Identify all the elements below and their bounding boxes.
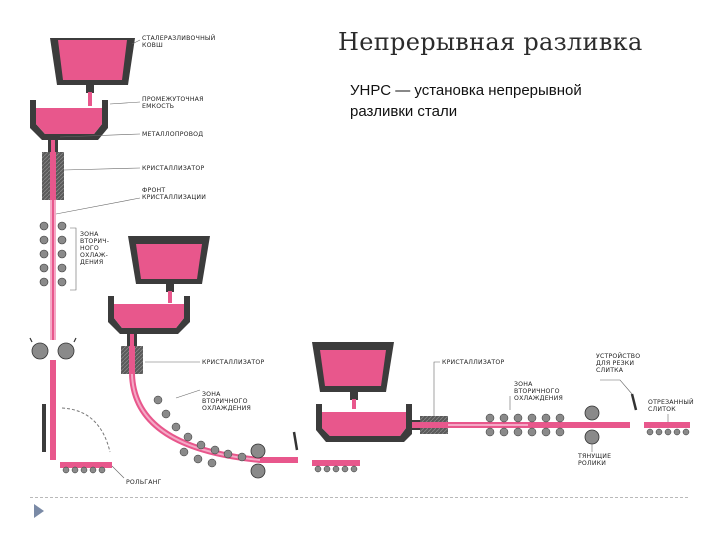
support-rolls-vertical bbox=[39, 221, 67, 287]
cut-ingot bbox=[644, 422, 690, 436]
cutter-blade bbox=[630, 393, 638, 411]
slide-subtitle: УНРС — установка непрерывной разливки ст… bbox=[350, 80, 650, 122]
ladle-curved bbox=[128, 236, 210, 292]
slide-marker-icon bbox=[34, 504, 44, 518]
roller-table-curved bbox=[312, 460, 360, 473]
ladle-horizontal bbox=[312, 342, 394, 400]
roller-table-vertical bbox=[60, 462, 112, 474]
label-roller-table: РОЛЬГАНГ bbox=[126, 479, 162, 486]
subtitle-line-2: разливки стали bbox=[350, 103, 458, 120]
slide-title: Непрерывная разливка bbox=[338, 28, 643, 56]
label-mold-vertical: КРИСТАЛЛИЗАТОР bbox=[142, 165, 204, 172]
support-rolls-curved bbox=[153, 395, 247, 468]
pull-rolls-vertical bbox=[29, 337, 77, 360]
tundish-curved bbox=[108, 296, 190, 334]
footer-divider bbox=[30, 497, 688, 498]
label-nozzle: МЕТАЛЛОПРОВОД bbox=[142, 131, 203, 138]
ladle-vertical bbox=[50, 38, 135, 93]
label-mold-horizontal: КРИСТАЛЛИЗАТОР bbox=[442, 359, 504, 366]
subtitle-line-1: УНРС — установка непрерывной bbox=[350, 82, 582, 99]
label-mold-curved: КРИСТАЛЛИЗАТОР bbox=[202, 359, 264, 366]
tundish-vertical bbox=[30, 100, 108, 140]
pull-rolls-horizontal bbox=[584, 405, 600, 445]
pull-rolls-curved bbox=[250, 443, 266, 479]
tundish-horizontal bbox=[316, 404, 412, 442]
support-rolls-horizontal bbox=[485, 413, 565, 437]
